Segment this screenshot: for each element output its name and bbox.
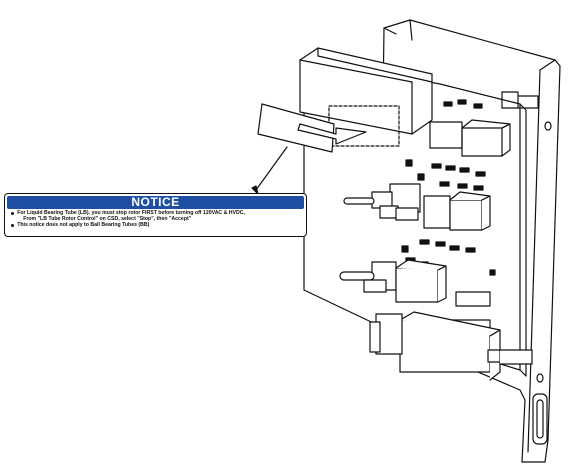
- notice-line: For Liquid Bearing Tube (LB), you must s…: [17, 210, 245, 216]
- switch-assembly-upper: [343, 183, 491, 231]
- leader-line-icon: [251, 146, 288, 195]
- notice-label: NOTICE For Liquid Bearing Tube (LB), you…: [4, 193, 307, 237]
- bullet-icon: [11, 223, 15, 228]
- connector-top-right: [429, 91, 539, 157]
- notice-bullet-2: This notice does not apply to Ball Beari…: [11, 222, 301, 228]
- notice-bullet-1: For Liquid Bearing Tube (LB), you must s…: [11, 210, 301, 222]
- relay-block: [369, 311, 533, 381]
- arrow-right-icon: [297, 123, 367, 145]
- bullet-icon: [11, 211, 15, 215]
- switch-assembly-lower: [339, 259, 491, 307]
- notice-line: This notice does not apply to Ball Beari…: [17, 222, 150, 229]
- notice-title: NOTICE: [7, 196, 304, 209]
- notice-body: For Liquid Bearing Tube (LB), you must s…: [7, 209, 304, 229]
- warning-sticker-outline: [257, 103, 335, 153]
- pcb-components: [401, 99, 496, 276]
- notice-line: From "LB Tube Rotor Control" on CSD, sel…: [23, 216, 192, 223]
